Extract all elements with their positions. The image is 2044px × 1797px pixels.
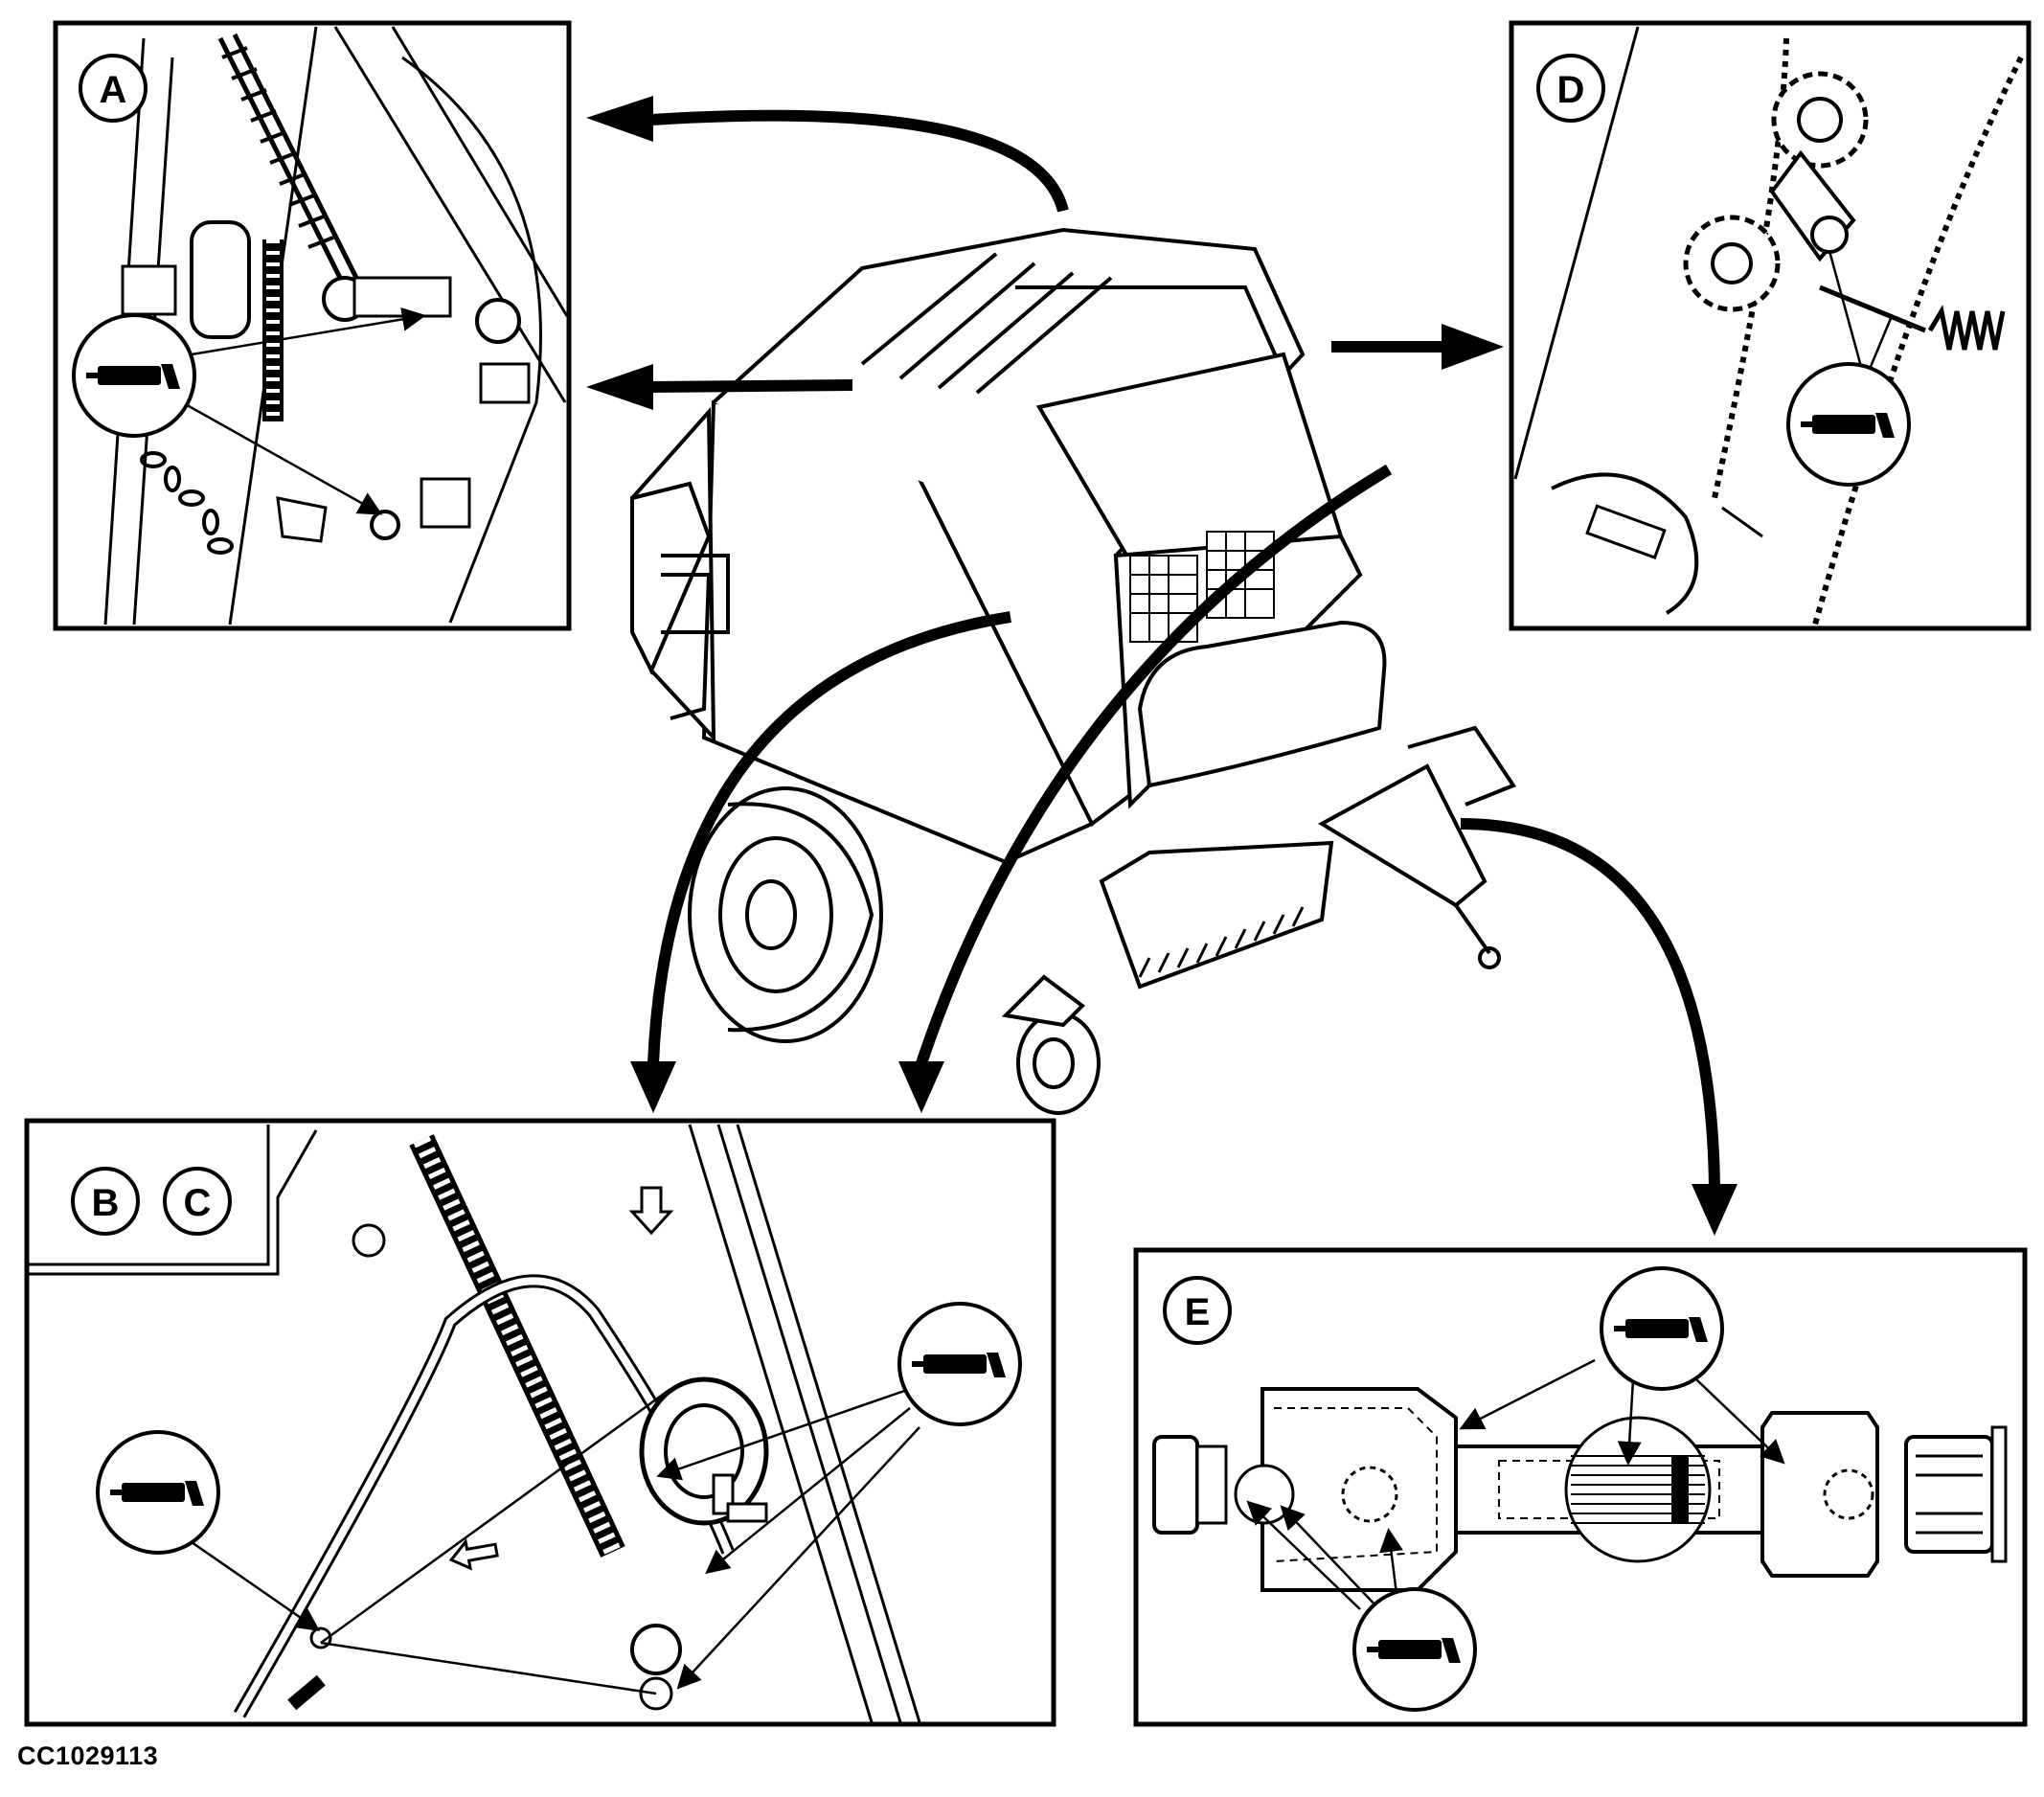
grease-gun-icon [1786,362,1911,487]
round-baler-illustration [629,227,1517,1115]
grease-gun-icon [1352,1587,1477,1712]
figure-id: CC1029113 [17,1741,159,1770]
grease-gun-icon [72,313,196,438]
panel-a-label: A [100,69,127,111]
panel-c-label: C [184,1182,212,1224]
panel-e-label: E [1185,1291,1211,1333]
grease-gun-icon [1600,1266,1724,1391]
panel-d-label: D [1557,69,1585,111]
grease-gun-icon [897,1302,1022,1426]
panel-bc: B C [24,1118,1056,1727]
panel-e: E [1133,1247,2028,1727]
panel-d: D [1509,20,2032,631]
callout-arrows [647,109,1720,1189]
callout-arrowheads [586,96,1737,1236]
panel-b-label: B [92,1182,120,1224]
panel-a: A [53,20,572,631]
grease-gun-icon [96,1430,220,1555]
